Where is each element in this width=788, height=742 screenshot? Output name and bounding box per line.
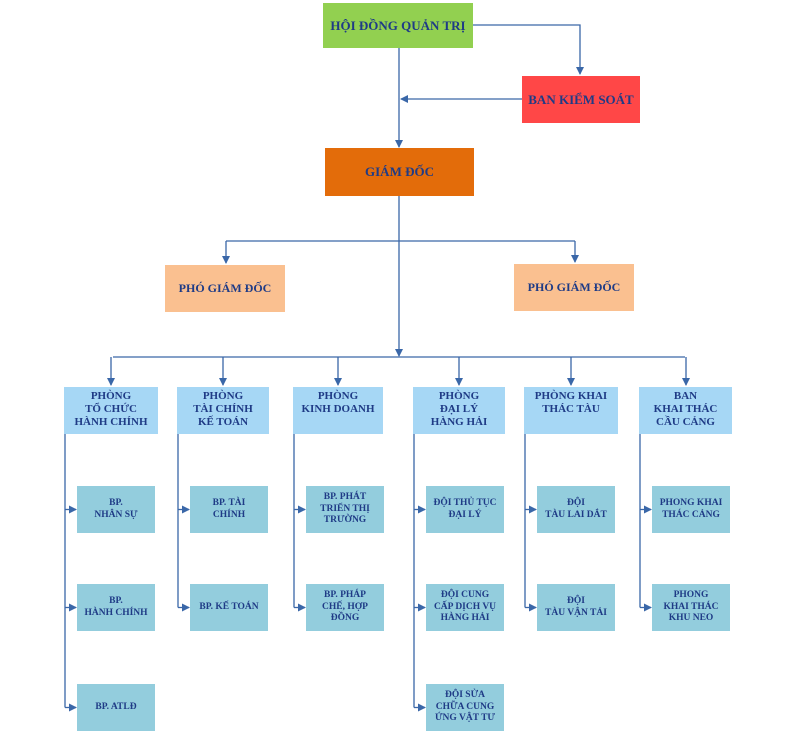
board-box: HỘI ĐỒNG QUẢN TRỊ	[323, 3, 473, 48]
unit-box-0-2: BP. ATLĐ	[77, 684, 155, 731]
unit-box-0-0: BP. NHÂN SỰ	[77, 486, 155, 533]
department-box-3: PHÒNG ĐẠI LÝ HÀNG HẢI	[413, 387, 505, 434]
unit-box-5-1: PHONG KHAI THÁC KHU NEO	[652, 584, 730, 631]
unit-box-5-0: PHONG KHAI THÁC CẢNG	[652, 486, 730, 533]
unit-box-3-0: ĐỘI THỦ TỤC ĐẠI LÝ	[426, 486, 504, 533]
department-box-5: BAN KHAI THÁC CẦU CẢNG	[639, 387, 732, 434]
director-box: GIÁM ĐỐC	[325, 148, 474, 196]
deputy-box-right: PHÓ GIÁM ĐỐC	[514, 264, 634, 311]
unit-box-2-1: BP. PHÁP CHẾ, HỢP ĐỒNG	[306, 584, 384, 631]
department-box-2: PHÒNG KINH DOANH	[293, 387, 383, 434]
unit-box-0-1: BP. HÀNH CHÍNH	[77, 584, 155, 631]
board-to-control-line	[473, 24, 584, 75]
unit-box-1-0: BP. TÀI CHÍNH	[190, 486, 268, 533]
control-box: BAN KIỂM SOÁT	[522, 76, 640, 123]
unit-box-4-1: ĐỘI TÀU VẬN TẢI	[537, 584, 615, 631]
unit-box-3-1: ĐỘI CUNG CẤP DỊCH VỤ HÀNG HẢI	[426, 584, 504, 631]
department-box-0: PHÒNG TỔ CHỨC HÀNH CHÍNH	[64, 387, 158, 434]
unit-box-2-0: BP. PHÁT TRIỂN THỊ TRƯỜNG	[306, 486, 384, 533]
department-box-4: PHÒNG KHAI THÁC TÀU	[524, 387, 618, 434]
department-box-1: PHÒNG TÀI CHÍNH KẾ TOÁN	[177, 387, 269, 434]
unit-box-4-0: ĐỘI TÀU LAI DẮT	[537, 486, 615, 533]
unit-box-1-1: BP. KẾ TOÁN	[190, 584, 268, 631]
deputy-box-left: PHÓ GIÁM ĐỐC	[165, 265, 285, 312]
unit-box-3-2: ĐỘI SỬA CHỮA CUNG ỨNG VẬT TƯ	[426, 684, 504, 731]
